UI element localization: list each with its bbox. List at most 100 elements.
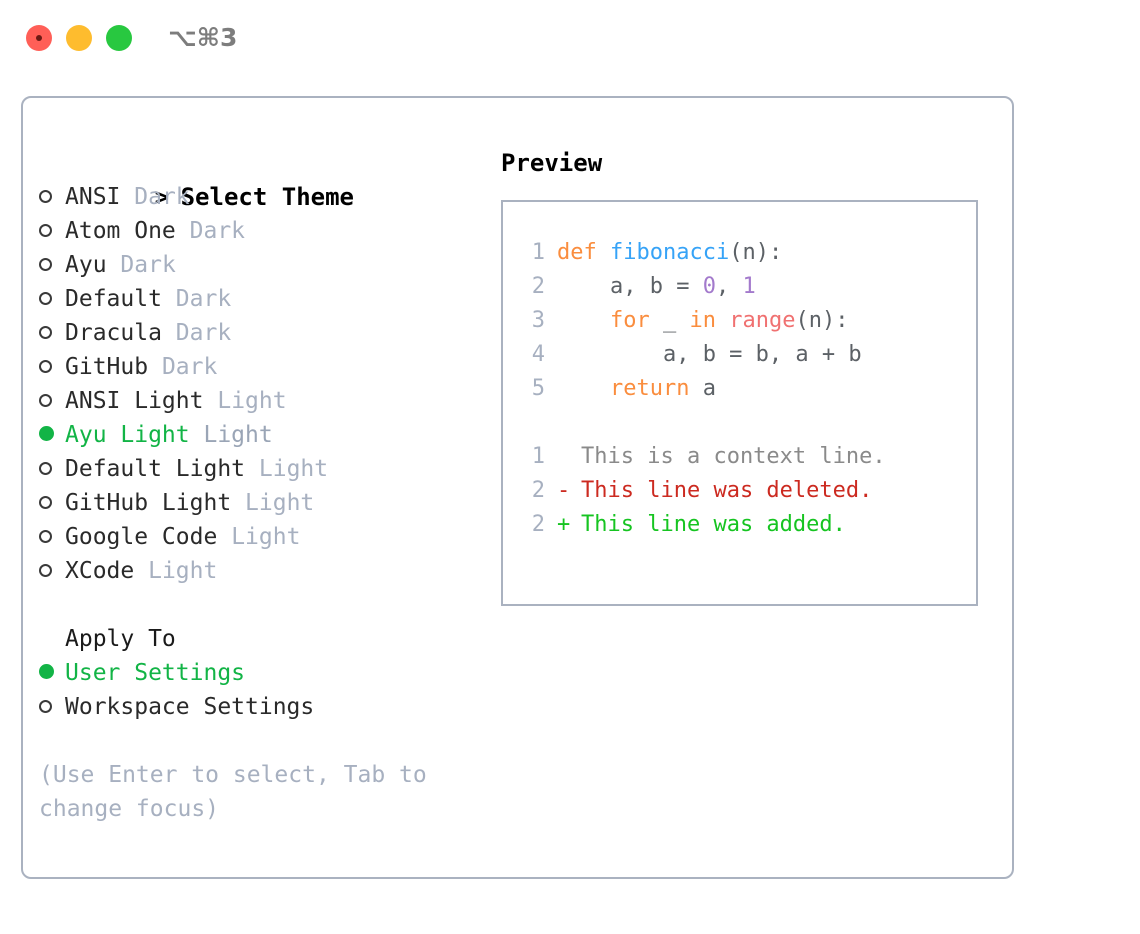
radio-unselected-icon[interactable] — [39, 316, 65, 350]
code-token: return — [609, 376, 690, 401]
diff-line-content: -This line was deleted. — [557, 478, 872, 503]
diff-line: 2 -This line was deleted. — [519, 474, 976, 508]
radio-unselected-icon[interactable] — [39, 282, 65, 316]
theme-option-ayu[interactable]: Ayu Dark — [39, 248, 479, 282]
theme-option-atom-one[interactable]: Atom One Dark — [39, 214, 479, 248]
diff-line-content: This is a context line. — [557, 444, 886, 469]
diff-line-number: 2 — [531, 478, 545, 503]
diff-marker: + — [557, 512, 571, 537]
window-title-shortcut: ⌥⌘3 — [168, 23, 238, 52]
code-token: (n): — [729, 240, 783, 265]
theme-option-kind: Light — [231, 524, 301, 550]
code-token: a, b = — [557, 274, 703, 299]
theme-option-github-light[interactable]: GitHub Light Light — [39, 486, 479, 520]
theme-option-label: Dracula — [65, 320, 162, 346]
radio-selected-icon[interactable] — [39, 656, 65, 690]
radio-unselected-icon[interactable] — [39, 350, 65, 384]
keyboard-hint-text: (Use Enter to select, Tab to change focu… — [39, 762, 441, 822]
code-line: 3 for _ in range(n): — [519, 304, 976, 338]
theme-option-kind: Light — [245, 490, 315, 516]
prompt-caret-icon: > — [154, 183, 184, 211]
code-line-content: return a — [557, 376, 716, 401]
diff-line-number: 1 — [531, 444, 545, 469]
theme-option-github[interactable]: GitHub Dark — [39, 350, 479, 384]
radio-unselected-icon[interactable] — [39, 690, 65, 724]
diff-line: 1 This is a context line. — [519, 440, 976, 474]
theme-option-kind: Light — [217, 388, 287, 414]
close-window-button[interactable] — [26, 25, 52, 51]
diff-marker — [557, 440, 581, 474]
radio-unselected-icon[interactable] — [39, 452, 65, 486]
radio-unselected-icon[interactable] — [39, 520, 65, 554]
theme-option-label: Google Code — [65, 524, 218, 550]
code-token: def — [557, 240, 610, 265]
theme-option-label: Default — [65, 286, 162, 312]
theme-option-label: ANSI Light — [65, 388, 204, 414]
theme-option-kind: Dark — [120, 252, 176, 278]
code-token: a — [689, 376, 716, 401]
preview-heading: Preview — [501, 149, 603, 177]
theme-option-google-code[interactable]: Google Code Light — [39, 520, 479, 554]
theme-option-kind: Dark — [175, 286, 232, 312]
diff-line-text: This line was deleted. — [581, 478, 873, 503]
code-token — [716, 308, 729, 333]
code-token: , — [715, 274, 743, 299]
theme-option-kind: Dark — [161, 354, 218, 380]
apply-to-option-workspace-settings[interactable]: Workspace Settings — [39, 690, 479, 724]
radio-unselected-icon[interactable] — [39, 214, 65, 248]
code-token: _ — [649, 308, 690, 333]
theme-option-label: ANSI — [65, 184, 121, 210]
theme-option-dracula[interactable]: Dracula Dark — [39, 316, 479, 350]
code-line-number: 5 — [531, 376, 545, 401]
code-line-content: a, b = 0, 1 — [557, 274, 756, 299]
theme-option-label: Ayu Light — [65, 422, 190, 448]
code-line-number: 1 — [531, 240, 545, 265]
theme-option-label: Default Light — [65, 456, 246, 482]
code-token: for — [609, 308, 650, 333]
code-line-content: a, b = b, a + b — [557, 342, 862, 367]
maximize-window-button[interactable] — [106, 25, 132, 51]
theme-option-ansi-light[interactable]: ANSI Light Light — [39, 384, 479, 418]
radio-unselected-icon[interactable] — [39, 486, 65, 520]
code-token — [557, 308, 610, 333]
radio-unselected-icon[interactable] — [39, 180, 65, 214]
theme-option-ansi[interactable]: ANSI Dark — [39, 180, 479, 214]
code-spacer — [519, 406, 976, 440]
apply-to-option-user-settings[interactable]: User Settings — [39, 656, 479, 690]
apply-to-heading: Apply To — [65, 626, 176, 652]
window-titlebar: ⌥⌘3 — [0, 0, 1140, 78]
minimize-window-button[interactable] — [66, 25, 92, 51]
code-token: range — [729, 308, 796, 333]
radio-unselected-icon[interactable] — [39, 384, 65, 418]
theme-option-kind: Light — [148, 558, 218, 584]
theme-option-kind: Dark — [134, 184, 190, 210]
theme-option-kind: Light — [203, 422, 273, 448]
radio-selected-icon[interactable] — [39, 418, 65, 452]
radio-unselected-icon[interactable] — [39, 248, 65, 282]
theme-option-xcode[interactable]: XCode Light — [39, 554, 479, 588]
apply-to-option-label: Workspace Settings — [65, 694, 315, 720]
theme-option-label: XCode — [65, 558, 135, 584]
theme-option-default[interactable]: Default Dark — [39, 282, 479, 316]
theme-option-label: GitHub Light — [65, 490, 232, 516]
theme-option-label: Atom One — [65, 218, 176, 244]
diff-line-text: This line was added. — [581, 512, 846, 537]
code-token: 1 — [742, 274, 756, 299]
code-line-number: 2 — [531, 274, 545, 299]
theme-option-label: Ayu — [65, 252, 107, 278]
diff-line: 2+This line was added. — [519, 508, 976, 542]
diff-line-text: This is a context line. — [581, 444, 886, 469]
select-theme-heading: > Select Theme — [39, 146, 479, 211]
theme-option-default-light[interactable]: Default Light Light — [39, 452, 479, 486]
radio-unselected-icon[interactable] — [39, 554, 65, 588]
theme-option-kind: Dark — [189, 218, 246, 244]
apply-to-option-label: User Settings — [65, 660, 246, 686]
theme-option-kind: Light — [258, 456, 329, 482]
diff-sample: 1 This is a context line. 2 -This line was… — [519, 440, 976, 542]
theme-option-ayu-light[interactable]: Ayu Light Light — [39, 418, 479, 452]
